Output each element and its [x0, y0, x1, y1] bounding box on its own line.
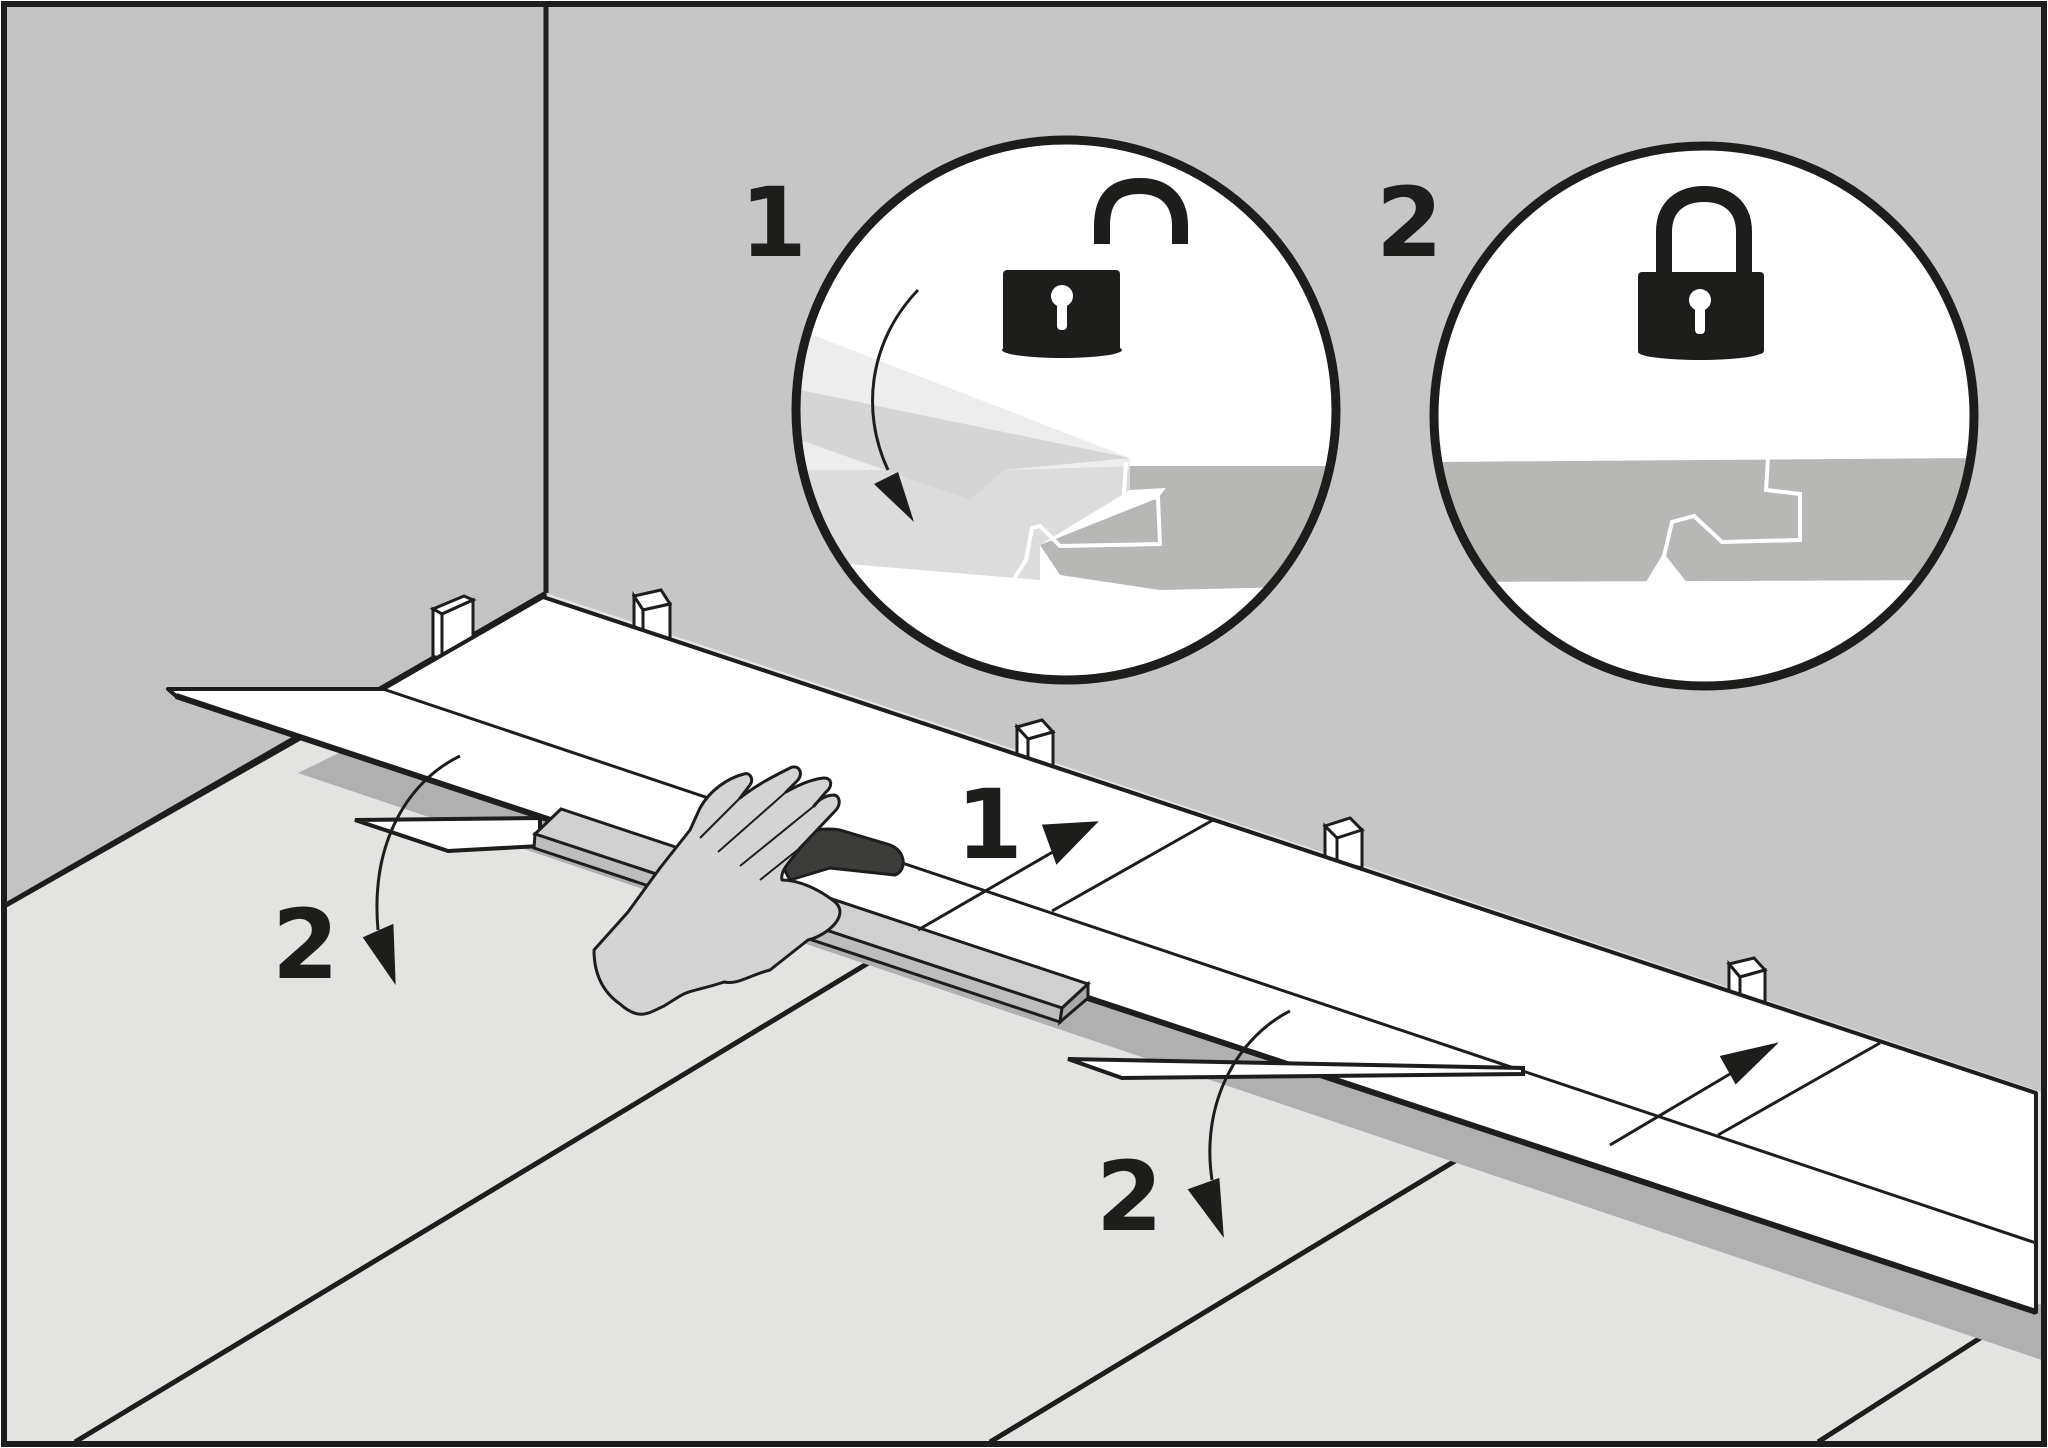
lifted-plank-end: [1067, 1057, 1525, 1081]
rotate-down-arrow-icon: [362, 923, 396, 986]
locked-padlock-icon: [1638, 185, 1764, 360]
wall-spacers: [429, 588, 1768, 1008]
callout-step-number: 1: [740, 167, 807, 279]
unlocked-padlock-icon: [1002, 177, 1188, 358]
joined-boards-profile: [1438, 458, 1970, 582]
scene-step-label: 2: [272, 889, 339, 1001]
detail-callout-2: 2: [1376, 141, 1979, 691]
groove-outline: [1010, 461, 1163, 584]
push-arrow-icon: [1041, 821, 1099, 865]
hand-illustration: [592, 765, 905, 1016]
push-arrow-icon: [1719, 1042, 1779, 1085]
installed-floor-rows: [4, 735, 2018, 1445]
plank-joint: [1051, 818, 1214, 913]
rotate-down-arrow-icon: [874, 472, 914, 522]
scene-arrows: [362, 754, 1779, 1239]
detail-callout-1: 1: [740, 135, 1341, 685]
plank-row-centre-line: [382, 687, 2037, 1245]
hand-finger-lines: [699, 791, 815, 881]
locked-joint-outline: [1644, 457, 1802, 588]
rotate-down-arrow-icon: [1187, 1177, 1224, 1239]
plank-front-edge: [175, 693, 2037, 1315]
plank-joint: [1717, 1041, 1881, 1137]
callout-step-number: 2: [1376, 167, 1443, 279]
scene-step-label: 2: [1096, 1141, 1163, 1253]
hand-glove: [592, 765, 842, 1016]
scene-step-labels: 1 2 2: [272, 769, 1163, 1253]
spacer-block: [1322, 816, 1365, 870]
new-plank-row: [166, 595, 2038, 1315]
scene-step-label: 1: [956, 769, 1023, 881]
spacer-block: [1014, 718, 1056, 768]
spacer-block: [1726, 956, 1768, 1008]
left-wall: [6, 6, 546, 905]
installed-board-profile: [1040, 466, 1332, 590]
